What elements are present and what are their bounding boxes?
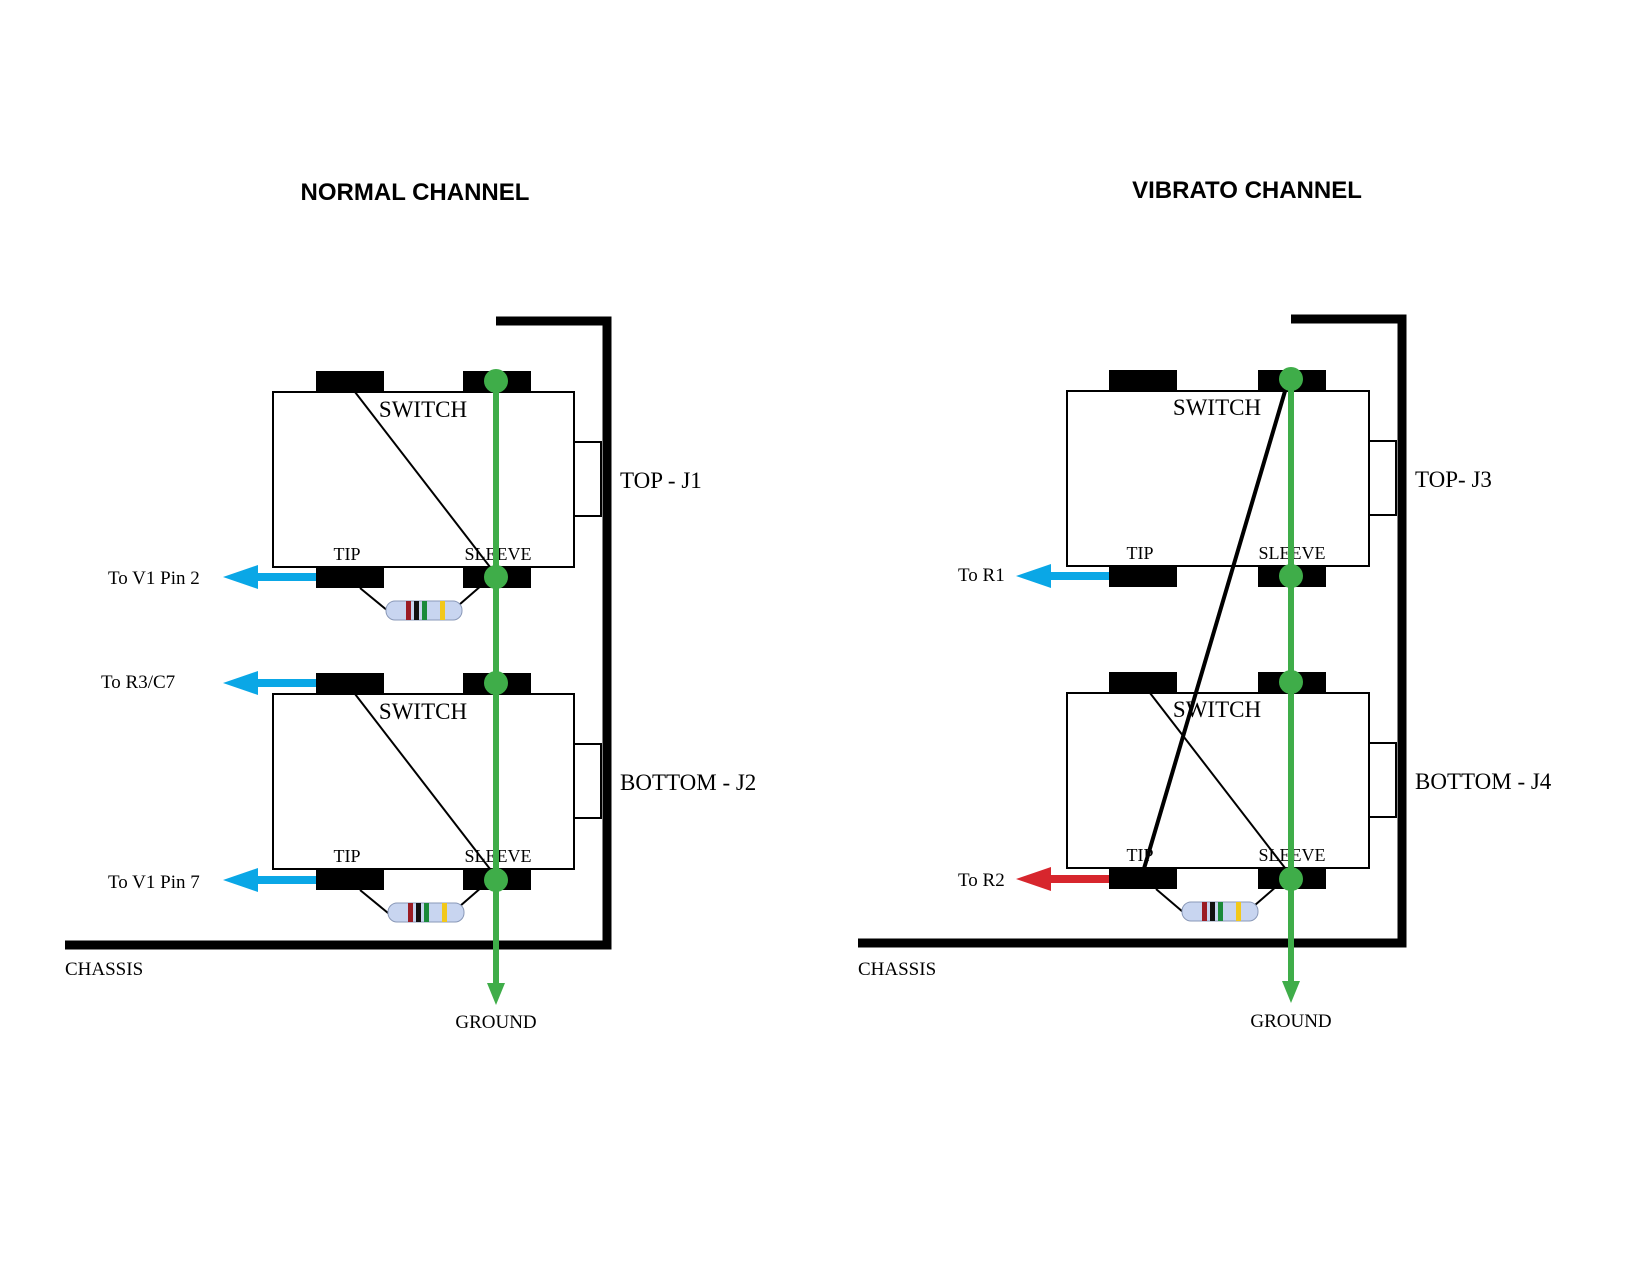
normal-bottom-switch-label: SWITCH [379, 699, 467, 724]
normal-bottom-jack-lug [316, 673, 384, 694]
vibrato-bottom-switch-label: SWITCH [1173, 697, 1261, 722]
normal-chassis-label: CHASSIS [65, 959, 143, 980]
vibrato-out-label-r2: To R2 [958, 870, 1005, 891]
vibrato-bottom-jack-label: BOTTOM - J4 [1415, 769, 1552, 794]
normal-chassis-line [65, 316, 612, 950]
vibrato-jumper-wire [1141, 380, 1290, 873]
normal-bottom-resistor [359, 879, 491, 923]
vibrato-chassis-label: CHASSIS [858, 959, 936, 980]
vibrato-bottom-jack-lug [1109, 672, 1177, 693]
vibrato-out-label-r1: To R1 [958, 565, 1005, 586]
normal-channel-title: NORMAL CHANNEL [301, 179, 530, 206]
normal-top-tip-lug [316, 567, 384, 588]
normal-out-arrow-v1-pin2 [223, 565, 316, 589]
normal-out-label-r3-c7: To R3/C7 [101, 672, 175, 693]
vibrato-bottom-jack-bushing [1368, 742, 1397, 818]
normal-bottom-jack-bushing [573, 743, 602, 819]
normal-top-tip-label: TIP [334, 544, 361, 564]
normal-bottom-tip-label: TIP [334, 846, 361, 866]
vibrato-ground-label: GROUND [1250, 1011, 1331, 1032]
normal-bottom-jack-label: BOTTOM - J2 [620, 770, 756, 795]
vibrato-channel: VIBRATO CHANNEL SWITCH TIP SLEEVE TOP- J… [858, 177, 1552, 1032]
vibrato-bottom-jack: SWITCH TIP SLEEVE BOTTOM - J4 [1066, 672, 1552, 889]
vibrato-top-jack-label: TOP- J3 [1415, 467, 1492, 492]
normal-out-label-v1-pin2: To V1 Pin 2 [108, 568, 200, 589]
vibrato-ground-wire [1279, 367, 1303, 1003]
vibrato-top-jack: SWITCH TIP SLEEVE TOP- J3 [1066, 370, 1492, 587]
normal-top-jack-label: TOP - J1 [620, 468, 702, 493]
normal-out-label-v1-pin7: To V1 Pin 7 [108, 872, 200, 893]
normal-ground-wire [484, 369, 508, 1005]
normal-out-arrow-v1-pin7 [223, 868, 316, 892]
vibrato-top-jack-lug [1109, 370, 1177, 391]
vibrato-out-arrow-r2 [1016, 867, 1109, 891]
normal-top-resistor [359, 577, 491, 621]
normal-top-switch-contact [354, 391, 491, 568]
vibrato-bottom-switch-contact [1149, 692, 1286, 869]
vibrato-out-arrow-r1 [1016, 564, 1109, 588]
normal-bottom-jack: SWITCH TIP SLEEVE BOTTOM - J2 [272, 673, 756, 890]
vibrato-chassis-line [858, 314, 1407, 948]
vibrato-top-jack-bushing [1368, 440, 1397, 516]
vibrato-channel-title: VIBRATO CHANNEL [1132, 177, 1362, 204]
normal-out-arrow-r3-c7 [223, 671, 316, 695]
normal-top-jack-bushing [573, 441, 602, 517]
vibrato-top-tip-lug [1109, 566, 1177, 587]
normal-channel: NORMAL CHANNEL SWITCH TIP SLEEVE TOP - J… [65, 179, 756, 1033]
normal-top-switch-label: SWITCH [379, 397, 467, 422]
vibrato-bottom-tip-lug [1109, 868, 1177, 889]
vibrato-bottom-resistor [1155, 878, 1286, 922]
normal-top-jack-lug [316, 371, 384, 392]
vibrato-top-tip-label: TIP [1127, 543, 1154, 563]
vibrato-top-switch-label: SWITCH [1173, 395, 1261, 420]
normal-bottom-switch-contact [354, 693, 491, 870]
normal-ground-label: GROUND [455, 1012, 536, 1033]
normal-bottom-tip-lug [316, 869, 384, 890]
vibrato-top-jack-body [1066, 390, 1370, 567]
normal-top-jack: SWITCH TIP SLEEVE TOP - J1 [272, 371, 702, 588]
